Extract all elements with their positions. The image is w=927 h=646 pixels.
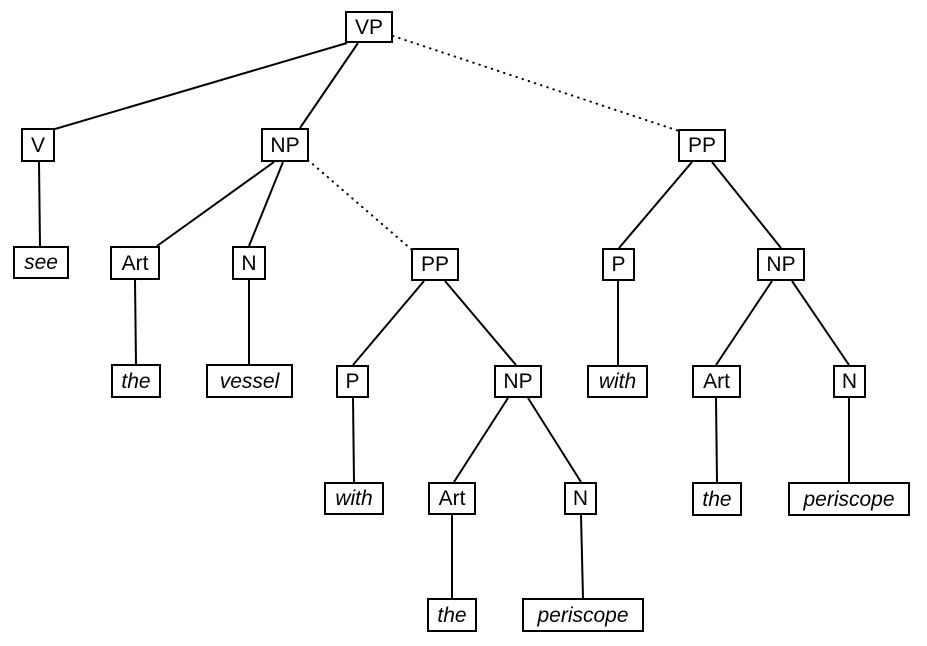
tree-node-np1[interactable]: NP xyxy=(261,128,309,162)
tree-node-the_mid[interactable]: the xyxy=(427,598,477,632)
tree-node-p_right[interactable]: P xyxy=(602,248,635,281)
tree-node-np_right[interactable]: NP xyxy=(757,248,805,281)
tree-edge-np_mid-to-art_mid xyxy=(453,397,509,483)
tree-edge-np1-to-pp_mid xyxy=(307,159,413,251)
tree-node-n1[interactable]: N xyxy=(232,246,266,280)
tree-node-pp_right[interactable]: PP xyxy=(678,129,726,162)
tree-edge-np_right-to-n_right xyxy=(791,280,850,366)
tree-edge-v-to-see xyxy=(38,161,41,247)
tree-edge-pp_right-to-p_right xyxy=(618,161,693,249)
tree-node-with_mid[interactable]: with xyxy=(324,482,384,515)
tree-edge-p_mid-to-with_mid xyxy=(352,397,355,483)
tree-node-art_right[interactable]: Art xyxy=(692,365,741,398)
tree-node-vessel[interactable]: vessel xyxy=(206,364,293,398)
tree-node-the1[interactable]: the xyxy=(111,364,161,398)
tree-node-p_mid[interactable]: P xyxy=(336,365,369,398)
tree-edge-n_mid-to-periscope_m xyxy=(580,514,584,599)
tree-node-n_right[interactable]: N xyxy=(833,365,866,398)
tree-edge-vp-to-np1 xyxy=(299,42,359,129)
tree-edge-pp_mid-to-np_mid xyxy=(444,280,517,366)
tree-node-pp_mid[interactable]: PP xyxy=(411,248,459,281)
tree-node-art1[interactable]: Art xyxy=(110,246,160,280)
tree-edge-pp_mid-to-p_mid xyxy=(352,280,425,366)
tree-edge-np1-to-art1 xyxy=(156,161,275,247)
tree-edge-np1-to-n1 xyxy=(248,161,284,247)
tree-node-the_right[interactable]: the xyxy=(692,482,742,516)
tree-edge-np_right-to-art_right xyxy=(715,280,773,366)
tree-edge-pp_right-to-np_right xyxy=(711,161,782,249)
tree-edge-np_mid-to-n_mid xyxy=(527,397,582,483)
tree-edge-vp-to-v xyxy=(54,42,348,130)
tree-node-see[interactable]: see xyxy=(13,246,69,279)
tree-node-vp[interactable]: VP xyxy=(345,11,393,43)
tree-node-with_right[interactable]: with xyxy=(587,365,648,398)
tree-node-n_mid[interactable]: N xyxy=(564,482,597,515)
tree-node-periscope_r[interactable]: periscope xyxy=(788,482,910,516)
tree-node-np_mid[interactable]: NP xyxy=(494,365,542,398)
tree-edge-art1-to-the1 xyxy=(134,279,137,365)
tree-edge-art_right-to-the_right xyxy=(715,397,718,483)
tree-edge-vp-to-pp_right xyxy=(392,35,680,132)
tree-node-v[interactable]: V xyxy=(21,128,55,162)
tree-node-periscope_m[interactable]: periscope xyxy=(522,598,644,632)
tree-node-art_mid[interactable]: Art xyxy=(428,482,476,515)
